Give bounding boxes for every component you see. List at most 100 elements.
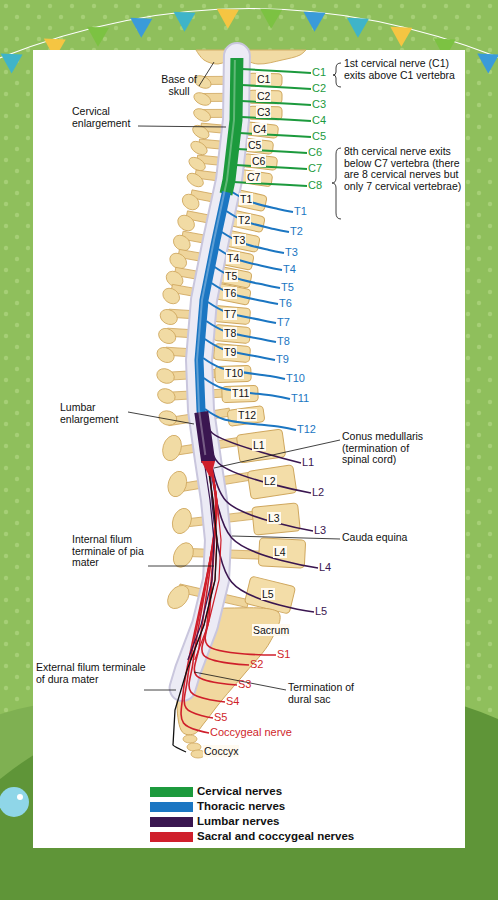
callout-text: 1st cervical nerve (C1) exits above C1 v… [344, 58, 469, 81]
spinous-process [163, 581, 193, 613]
leader-line [128, 412, 194, 424]
nerve-label: C2 [312, 82, 326, 94]
cauda-equina-fiber [195, 462, 221, 660]
vertebra-label: T9 [223, 346, 237, 358]
spinal-nerve [189, 464, 225, 702]
vertebra-label: L1 [252, 439, 266, 451]
spinous-process [192, 90, 213, 108]
spinal-nerve [206, 427, 311, 493]
spinal-nerve [231, 191, 293, 212]
callout-text: Lumbar enlargement [60, 402, 126, 425]
nerve-label: L5 [315, 605, 327, 617]
vertebra-label: L2 [263, 475, 277, 487]
vertebra-label: C1 [256, 73, 271, 85]
internal-filum [182, 476, 217, 688]
spinous-process [179, 191, 202, 213]
spinous-process [190, 123, 211, 142]
leader-line [144, 690, 176, 691]
vertebra-label: C2 [256, 90, 271, 102]
nerve-label: L2 [312, 486, 324, 498]
spinal-nerve [242, 85, 311, 89]
vertebra-label: T5 [224, 270, 238, 282]
legend-text: Sacral and coccygeal nerves [197, 830, 354, 842]
bunting-flag [174, 12, 196, 32]
spinal-nerve [210, 454, 314, 612]
nerve-label: T3 [285, 246, 298, 258]
cord-thoracic [199, 192, 226, 414]
bird-decoration [0, 787, 29, 817]
nerve-label: T4 [283, 263, 296, 275]
cauda-equina-fiber [188, 462, 214, 660]
callout-text: Cauda equina [342, 532, 442, 544]
spinal-nerve [181, 470, 217, 733]
callout-text: Cervical enlargement [72, 106, 138, 129]
spinal-nerve [218, 249, 282, 270]
vertebra-label: T1 [239, 193, 253, 205]
nerve-label: S5 [214, 711, 227, 723]
vertebra-label: T7 [223, 308, 237, 320]
external-filum [173, 688, 186, 752]
spinal-nerve [203, 358, 285, 379]
spinal-nerve [208, 302, 276, 323]
spinal-nerve [222, 232, 284, 253]
vertebra-label: C4 [252, 123, 267, 135]
spinal-nerve [215, 267, 280, 288]
vertebral-body [252, 503, 301, 535]
leader-line [214, 440, 340, 468]
bunting-flag [130, 18, 152, 38]
vertebra-label: T4 [226, 252, 240, 264]
nerve-label: T10 [286, 372, 305, 384]
legend-text: Lumbar nerves [197, 815, 279, 827]
bone-label: Coccyx [203, 745, 239, 757]
nerve-label: T11 [291, 392, 309, 404]
conus-medullaris [201, 461, 215, 478]
vertebra-label: T12 [237, 409, 257, 421]
vertebra-label: C7 [246, 171, 261, 183]
callout-text: Internal filum terminale of pia mater [72, 534, 146, 569]
spine-illustration [154, 50, 318, 758]
nerve-label: T12 [297, 423, 316, 435]
bracket [333, 63, 341, 87]
vertebral-body [258, 538, 305, 568]
nerve-label: S3 [238, 678, 251, 690]
vertebra-label: L5 [261, 588, 275, 600]
spinous-process [156, 325, 179, 346]
bird-eye [17, 794, 23, 800]
leader-lines [128, 62, 341, 690]
spinous-process [155, 366, 177, 386]
vertebra-label: L3 [267, 512, 281, 524]
nerve-label: C8 [308, 179, 322, 191]
spinal-nerve [236, 165, 307, 169]
leader-line [194, 672, 286, 690]
nerve-label: Coccygeal nerve [210, 726, 292, 738]
legend-swatch [150, 802, 193, 812]
bunting-flag [390, 27, 412, 47]
nerve-label: T1 [294, 205, 307, 217]
legend-swatch [150, 817, 193, 827]
nerve-label: T2 [290, 225, 303, 237]
spinal-nerve [239, 133, 311, 137]
spinous-process [185, 170, 206, 189]
spinous-process [160, 433, 185, 463]
nerve-label: L1 [302, 456, 314, 468]
spinal-nerve [206, 321, 276, 342]
vertebra-label: T8 [223, 327, 237, 339]
vertebral-body [213, 325, 250, 344]
nerve-label: C7 [308, 162, 322, 174]
vertebral-body [247, 465, 297, 500]
bunting-flag [304, 12, 326, 32]
vertebra-label: C6 [251, 155, 266, 167]
spinous-process [154, 344, 177, 365]
nerve-label: S2 [250, 658, 263, 670]
nerve-label: S4 [226, 695, 239, 707]
vertebra-label: T11 [231, 387, 250, 399]
vertebra-label: C3 [256, 106, 271, 118]
nerve-label: C5 [312, 130, 326, 142]
nerve-label: L4 [319, 561, 331, 573]
bone-label: Sacrum [252, 624, 290, 636]
spinal-nerve [205, 339, 275, 360]
legend-swatch [150, 832, 193, 842]
